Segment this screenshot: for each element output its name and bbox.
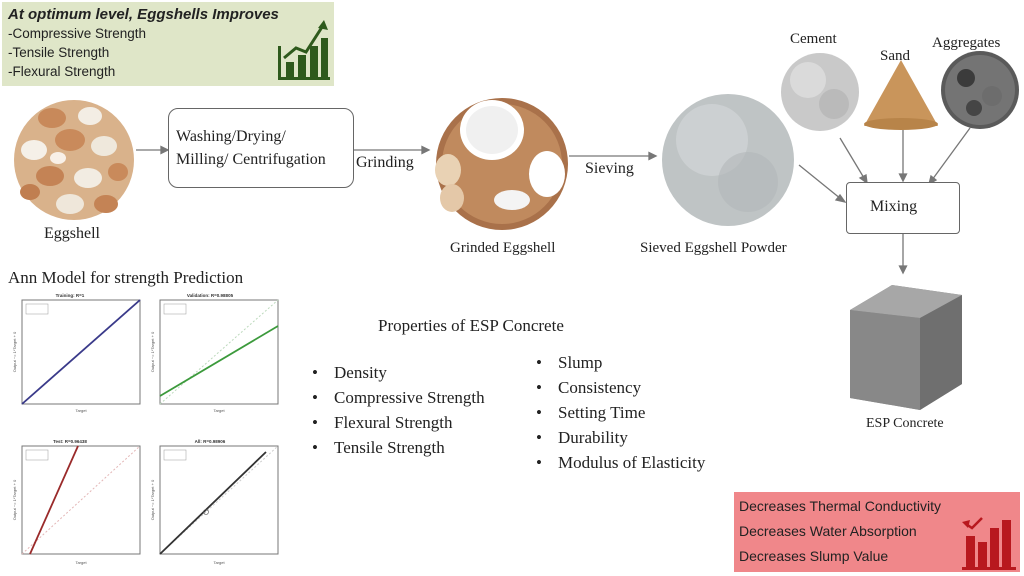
concrete-cube-image (850, 285, 962, 410)
process-label-line1: Washing/Drying/ (176, 128, 286, 145)
property-item: Setting Time (532, 400, 705, 425)
sand-label: Sand (880, 48, 910, 64)
sieved-powder-image (662, 94, 794, 226)
svg-text:Output ~= 1*Target + 0: Output ~= 1*Target + 0 (150, 479, 155, 520)
eggshell-image (14, 100, 134, 220)
property-item: Consistency (532, 375, 705, 400)
improves-item-compressive: -Compressive Strength (8, 26, 147, 41)
property-item: Tensile Strength (308, 435, 485, 460)
regression-plot-training: Training: R=1 Target Output ~= 1*Target … (12, 293, 141, 413)
property-item: Density (308, 360, 485, 385)
svg-text:Test: R=0.96438: Test: R=0.96438 (53, 439, 87, 444)
grinded-eggshell-label: Grinded Eggshell (450, 240, 556, 256)
improves-item-tensile: -Tensile Strength (8, 45, 110, 60)
sieved-powder-label: Sieved Eggshell Powder (640, 240, 787, 256)
svg-text:Target: Target (75, 408, 87, 413)
regression-plot-validation: Validation: R=0.98805 Target Output ~= 1… (150, 293, 279, 413)
aggregates-label: Aggregates (932, 35, 1001, 51)
esp-concrete-label: ESP Concrete (866, 416, 944, 431)
svg-text:Output ~= 1*Target + 0: Output ~= 1*Target + 0 (150, 331, 155, 372)
property-item: Modulus of Elasticity (532, 450, 705, 475)
decreases-panel: Decreases Thermal Conductivity Decreases… (734, 492, 1020, 572)
svg-text:All: R=0.98906: All: R=0.98906 (195, 439, 226, 444)
property-item: Compressive Strength (308, 385, 485, 410)
svg-text:Target: Target (213, 560, 225, 565)
decreases-item-thermal: Decreases Thermal Conductivity (739, 498, 942, 514)
process-box (168, 108, 354, 188)
properties-list-right: Slump Consistency Setting Time Durabilit… (532, 350, 705, 475)
decreases-item-slump: Decreases Slump Value (739, 548, 889, 564)
ann-title: Ann Model for strength Prediction (8, 268, 244, 287)
aggregates-image (941, 51, 1019, 129)
properties-title: Properties of ESP Concrete (378, 316, 564, 335)
property-item: Flexural Strength (308, 410, 485, 435)
svg-text:Target: Target (75, 560, 87, 565)
improves-item-flexural: -Flexural Strength (8, 64, 116, 79)
cement-label: Cement (790, 31, 837, 47)
svg-text:Target: Target (213, 408, 225, 413)
decrease-chart-icon (962, 517, 1016, 570)
increase-chart-icon (278, 20, 330, 80)
cement-image (781, 53, 859, 131)
improves-panel: At optimum level, Eggshells Improves -Co… (2, 2, 334, 86)
mixing-box (846, 182, 960, 234)
improves-title: At optimum level, Eggshells Improves (8, 6, 279, 23)
eggshell-label: Eggshell (44, 225, 100, 242)
sand-image (862, 52, 940, 130)
regression-plot-all: All: R=0.98906 Target Output ~= 1*Target… (150, 439, 279, 565)
regression-plot-test: Test: R=0.96438 Target Output ~= 1*Targe… (12, 439, 141, 565)
svg-text:Validation: R=0.98805: Validation: R=0.98805 (187, 293, 234, 298)
property-item: Durability (532, 425, 705, 450)
property-item: Slump (532, 350, 705, 375)
process-label-line2: Milling/ Centrifugation (176, 151, 326, 168)
decreases-item-water: Decreases Water Absorption (739, 523, 917, 539)
sieving-label: Sieving (585, 160, 634, 177)
svg-text:Output ~= 1*Target + 0: Output ~= 1*Target + 0 (12, 479, 17, 520)
plot-title: Training: R=1 (56, 293, 85, 298)
mixing-label: Mixing (870, 198, 918, 215)
properties-list-left: Density Compressive Strength Flexural St… (308, 360, 485, 460)
svg-text:Output ~= 1*Target + 0: Output ~= 1*Target + 0 (12, 331, 17, 372)
grinded-eggshell-image (435, 98, 568, 230)
grinding-label: Grinding (356, 154, 414, 171)
